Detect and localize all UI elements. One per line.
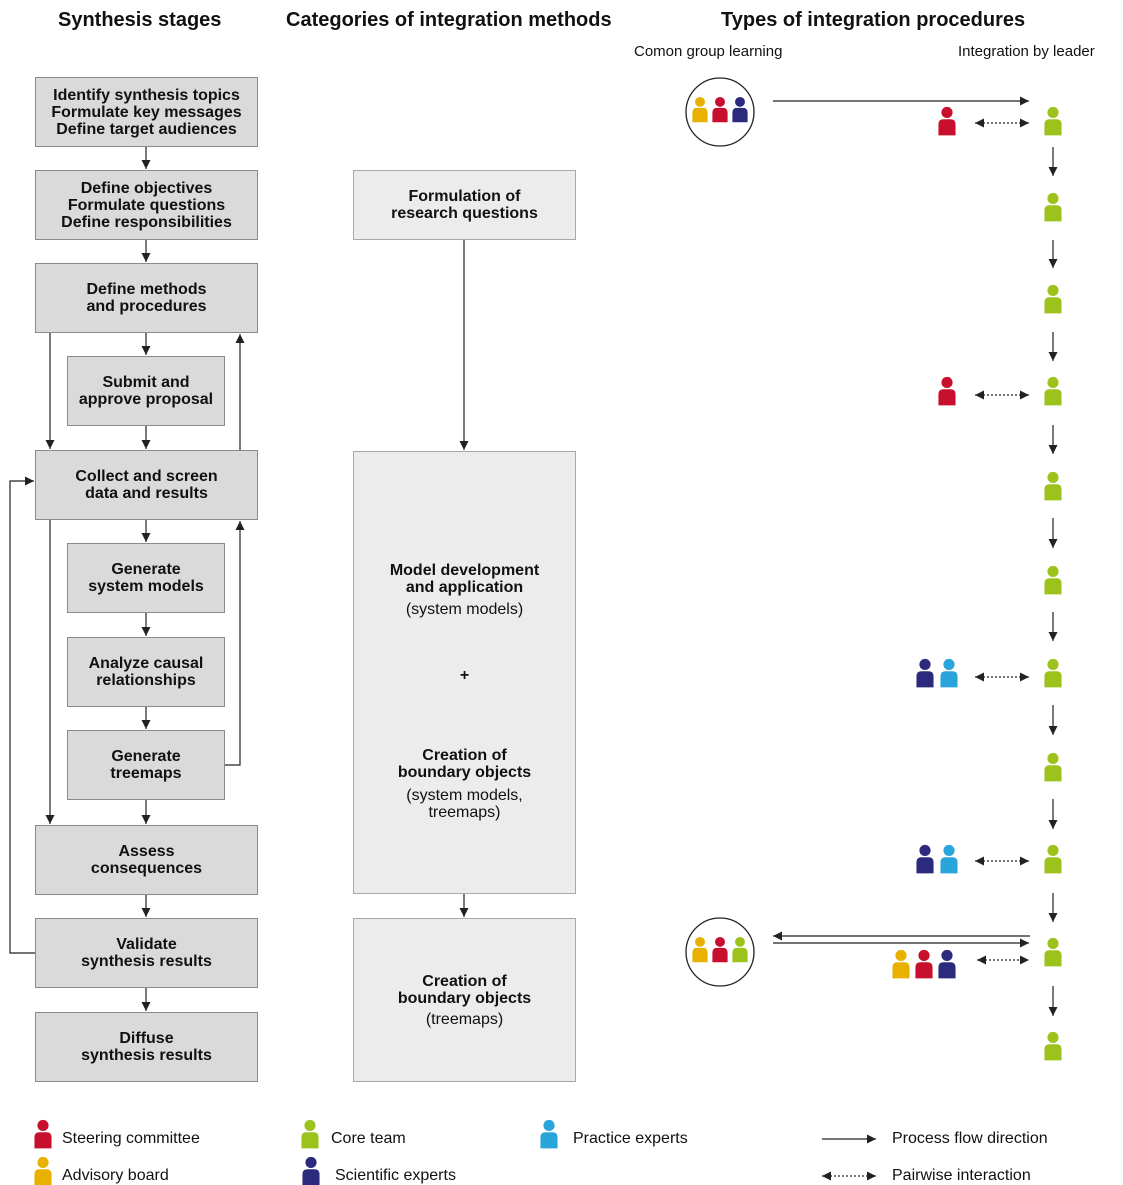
stage-line: Generate: [111, 561, 181, 578]
stage-line: Submit and: [102, 374, 190, 391]
feedback-arrow-treemaps-to-collect: [225, 521, 245, 766]
core-team-person-icon: [1044, 565, 1062, 595]
method-note: treemaps): [428, 804, 501, 821]
stage-analyze-causal: Analyze causal relationships: [67, 637, 225, 707]
stage-diffuse-results: Diffuse synthesis results: [35, 1012, 258, 1082]
legend-arrows: [822, 1134, 876, 1181]
steering-committee-person-icon: [915, 949, 933, 979]
practice-expert-legend-icon: [540, 1119, 558, 1149]
stage-line: Define methods: [86, 281, 207, 298]
stage-line: Define responsibilities: [61, 213, 232, 231]
method-line: research questions: [391, 205, 538, 222]
stage-line: Analyze causal: [88, 655, 204, 672]
stage-flow-arrows: [9, 147, 469, 1011]
stage-line: system models: [88, 578, 204, 595]
method-formulation-research-questions: Formulation of research questions: [353, 170, 576, 240]
practice-expert-person-icon: [940, 844, 958, 874]
stage-define-objectives: Define objectives Formulate questions De…: [35, 170, 258, 240]
method-line: Creation of: [422, 747, 507, 764]
advisory-board-legend-icon: [34, 1156, 52, 1185]
method-model-development-boundary-objects: Model development and application (syste…: [353, 451, 576, 894]
scientific-expert-person-icon: [916, 658, 934, 688]
plus-sign: +: [459, 667, 470, 684]
steering-committee-person-icon: [938, 376, 956, 406]
method-note: (system models): [405, 601, 524, 618]
stage-line: Collect and screen: [75, 468, 218, 485]
header-integration-procedure-types: Types of integration procedures: [721, 9, 1026, 31]
stage-line: Validate: [116, 936, 177, 953]
stage-line: Diffuse: [119, 1030, 174, 1047]
header-integration-method-categories: Categories of integration methods: [286, 9, 612, 31]
stage-line: Define objectives: [80, 179, 213, 197]
core-team-person-icon: [1044, 1031, 1062, 1061]
core-team-person-icon: [1044, 844, 1062, 874]
stage-line: Assess: [118, 843, 175, 860]
method-note: (system models,: [406, 787, 523, 804]
stage-line: Generate: [111, 748, 181, 765]
group-learning-circles: [685, 77, 755, 987]
stage-define-methods: Define methods and procedures: [35, 263, 258, 333]
scientific-expert-person-icon: [938, 949, 956, 979]
core-team-person-icon: [1044, 658, 1062, 688]
method-line: boundary objects: [397, 764, 532, 781]
stage-collect-data: Collect and screen data and results: [35, 450, 258, 520]
legend-process-flow-direction: Process flow direction: [892, 1130, 1048, 1147]
stage-line: treemaps: [110, 765, 182, 782]
pairwise-interaction-arrows: [975, 118, 1029, 965]
core-team-person-icon: [1044, 192, 1062, 222]
steering-committee-person-icon: [938, 106, 956, 136]
method-line: Model development: [389, 562, 540, 579]
stage-line: Formulate questions: [67, 196, 226, 214]
stage-identify-topics: Identify synthesis topics Formulate key …: [35, 77, 258, 147]
stage-validate-results: Validate synthesis results: [35, 918, 258, 988]
leader-flow-arrows: [773, 96, 1058, 1016]
stage-generate-treemaps: Generate treemaps: [67, 730, 225, 800]
method-line: boundary objects: [397, 989, 532, 1007]
stage-submit-proposal: Submit and approve proposal: [67, 356, 225, 426]
stage-line: relationships: [96, 672, 196, 689]
stage-line: synthesis results: [81, 953, 212, 970]
legend-steering-committee: Steering committee: [62, 1130, 200, 1147]
method-line: and application: [405, 579, 524, 596]
method-boundary-objects-treemaps: Creation of boundary objects (treemaps): [353, 918, 576, 1082]
stage-line: consequences: [90, 860, 203, 877]
core-team-legend-icon: [301, 1119, 319, 1149]
stage-line: synthesis results: [81, 1047, 212, 1064]
legend-pairwise-interaction: Pairwise interaction: [892, 1167, 1031, 1184]
legend-core-team: Core team: [331, 1130, 406, 1147]
feedback-arrow-validate-to-collect: [9, 476, 35, 954]
stage-line: Define target audiences: [56, 120, 237, 138]
core-team-person-icon: [1044, 284, 1062, 314]
method-line: Creation of: [422, 972, 507, 990]
method-note: (treemaps): [425, 1010, 504, 1028]
scientific-expert-person-icon: [916, 844, 934, 874]
core-team-person-icon: [1044, 376, 1062, 406]
people-icons: [34, 96, 1062, 1185]
core-team-person-icon: [1044, 106, 1062, 136]
advisory-board-person-icon: [892, 949, 910, 979]
stage-line: and procedures: [86, 298, 207, 315]
header-synthesis-stages: Synthesis stages: [58, 9, 222, 31]
stage-line: Formulate key messages: [51, 103, 242, 121]
stage-generate-system-models: Generate system models: [67, 543, 225, 613]
method-line: Formulation of: [408, 188, 521, 205]
legend-practice-experts: Practice experts: [573, 1130, 688, 1147]
legend-advisory-board: Advisory board: [62, 1167, 169, 1184]
legend-scientific-experts: Scientific experts: [335, 1167, 456, 1184]
core-team-person-icon: [1044, 937, 1062, 967]
scientific-expert-legend-icon: [302, 1156, 320, 1185]
label-integration-by-leader: Integration by leader: [958, 43, 1095, 60]
steering-committee-legend-icon: [34, 1119, 52, 1149]
stage-assess-consequences: Assess consequences: [35, 825, 258, 895]
practice-expert-person-icon: [940, 658, 958, 688]
stage-line: Identify synthesis topics: [53, 86, 240, 104]
stage-line: data and results: [85, 485, 208, 502]
core-team-person-icon: [1044, 471, 1062, 501]
label-common-group-learning: Comon group learning: [634, 43, 783, 60]
core-team-person-icon: [1044, 752, 1062, 782]
stage-line: approve proposal: [78, 391, 214, 408]
